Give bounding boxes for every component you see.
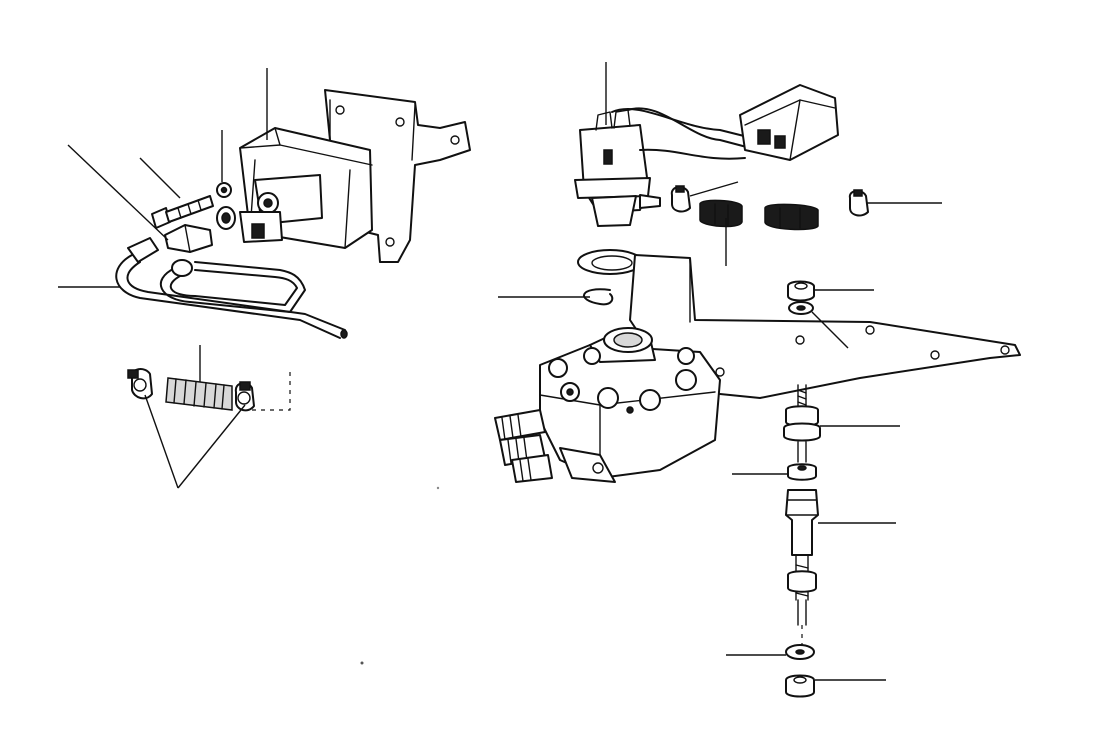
pressure-regulator-block	[494, 327, 721, 483]
wiring-harness-connector	[611, 84, 839, 161]
speck	[360, 661, 364, 665]
leader-lines-right	[498, 62, 942, 681]
adjusting-rod-assembly	[783, 384, 821, 626]
mounting-bracket-right	[577, 249, 1021, 399]
brake-pipe-assembly	[115, 254, 348, 339]
leader-lines-left	[58, 68, 268, 489]
speck	[436, 486, 440, 490]
dashed-guide-left	[250, 372, 291, 411]
circlip	[583, 288, 614, 306]
union-fitting	[127, 224, 213, 263]
bolt-washer-set-left	[151, 182, 236, 230]
hose-clamp-set-left	[127, 368, 255, 412]
hose-clamp-set-right	[670, 185, 869, 231]
washer-nut-bottom	[785, 644, 815, 698]
nut-washer-top	[787, 280, 815, 315]
control-relay-box	[239, 127, 373, 249]
pressure-switch	[574, 109, 661, 227]
